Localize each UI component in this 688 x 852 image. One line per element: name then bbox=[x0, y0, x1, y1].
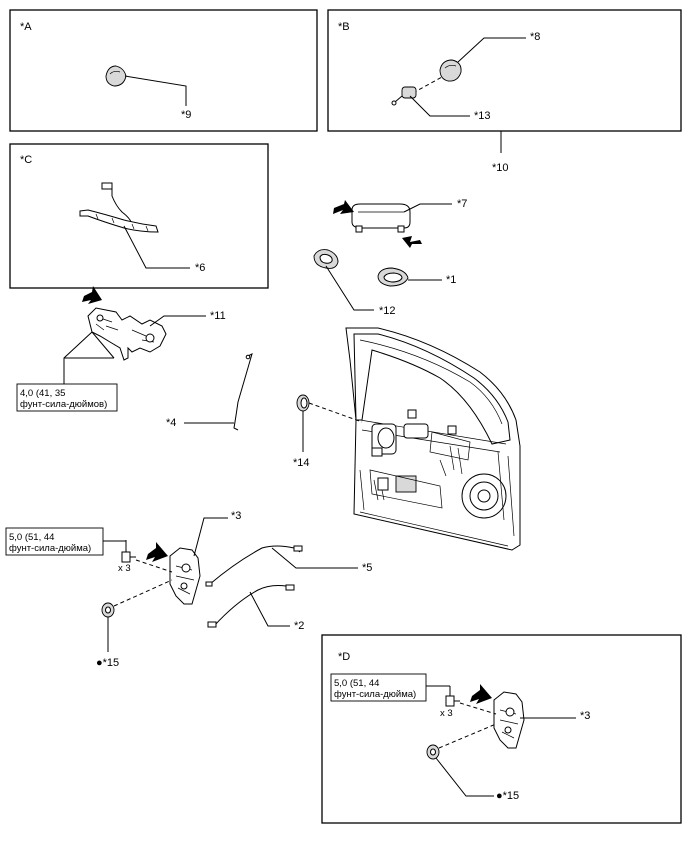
part-13-cylinder-drawing bbox=[391, 86, 417, 106]
arrow-11-icon bbox=[82, 286, 102, 304]
part-3-door-lock-drawing bbox=[169, 547, 201, 605]
bolt-main-drawing bbox=[121, 551, 136, 563]
callout-6: *6 bbox=[195, 262, 205, 274]
part-3d-door-lock-drawing bbox=[493, 691, 525, 749]
torque-box-lock-main: 5,0 (51, 44 фунт-сила-дюйма) bbox=[5, 527, 104, 556]
panel-a-label: *A bbox=[20, 21, 32, 33]
part-7-outside-handle-drawing bbox=[351, 203, 411, 233]
bolt-qty-d: x 3 bbox=[440, 708, 453, 719]
arrow-3d-icon bbox=[470, 684, 492, 704]
svg-text:4,0 (41, 35: 4,0 (41, 35 bbox=[20, 388, 65, 399]
arrow-3-icon bbox=[146, 542, 168, 562]
panel-d-frame bbox=[321, 634, 682, 824]
callout-8: *8 bbox=[530, 31, 540, 43]
torque-box-lock-d: 5,0 (51, 44 фунт-сила-дюйма) bbox=[330, 673, 427, 702]
part-4-rod-drawing bbox=[233, 353, 253, 431]
callout-15d: ●*15 bbox=[496, 790, 519, 802]
part-8-cylinder-cover-drawing bbox=[439, 59, 462, 82]
bolt-qty-main: x 3 bbox=[118, 563, 131, 574]
arrow-7a-icon bbox=[333, 200, 354, 214]
callout-13: *13 bbox=[474, 110, 491, 122]
svg-text:5,0 (51, 44: 5,0 (51, 44 bbox=[334, 678, 379, 689]
part-6-harness-drawing bbox=[79, 182, 159, 233]
callout-15: ●*15 bbox=[96, 657, 119, 669]
part-9-cover-drawing bbox=[105, 65, 127, 87]
callout-4: *4 bbox=[166, 417, 176, 429]
part-11-handle-frame-drawing bbox=[87, 307, 167, 361]
callout-2: *2 bbox=[294, 620, 304, 632]
callout-9: *9 bbox=[181, 109, 191, 121]
panel-c-label: *C bbox=[20, 154, 32, 166]
callout-3d: *3 bbox=[580, 710, 590, 722]
part-15d-washer-drawing bbox=[426, 744, 440, 760]
part-2-cable-drawing bbox=[207, 584, 295, 628]
front-door-panel-drawing bbox=[345, 327, 521, 551]
callout-14: *14 bbox=[293, 457, 310, 469]
bolt-d-drawing bbox=[445, 695, 460, 707]
svg-text:фунт-сила-дюйма): фунт-сила-дюйма) bbox=[9, 543, 91, 554]
callout-5: *5 bbox=[362, 562, 372, 574]
part-5-cable-drawing bbox=[205, 545, 303, 587]
callout-10: *10 bbox=[492, 162, 509, 174]
panel-b-frame bbox=[327, 9, 682, 132]
svg-text:фунт-сила-дюймов): фунт-сила-дюймов) bbox=[20, 399, 107, 410]
callout-7: *7 bbox=[457, 198, 467, 210]
part-1-pad-drawing bbox=[377, 267, 409, 287]
panel-d-label: *D bbox=[338, 651, 350, 663]
panel-c-frame bbox=[9, 143, 269, 289]
svg-text:фунт-сила-дюйма): фунт-сила-дюйма) bbox=[334, 689, 416, 700]
panel-a-frame bbox=[9, 9, 318, 132]
panel-b-label: *B bbox=[338, 21, 350, 33]
part-15-washer-drawing bbox=[101, 602, 115, 618]
svg-text:5,0 (51, 44: 5,0 (51, 44 bbox=[9, 532, 54, 543]
part-14-hole-plug-drawing bbox=[296, 394, 310, 412]
arrow-7b-icon bbox=[402, 236, 422, 248]
part-12-pad-drawing bbox=[313, 249, 339, 269]
callout-12: *12 bbox=[379, 305, 396, 317]
callout-3: *3 bbox=[231, 510, 241, 522]
torque-box-handle-frame: 4,0 (41, 35 фунт-сила-дюймов) bbox=[16, 383, 118, 412]
callout-1: *1 bbox=[446, 274, 456, 286]
callout-11: *11 bbox=[210, 310, 226, 322]
